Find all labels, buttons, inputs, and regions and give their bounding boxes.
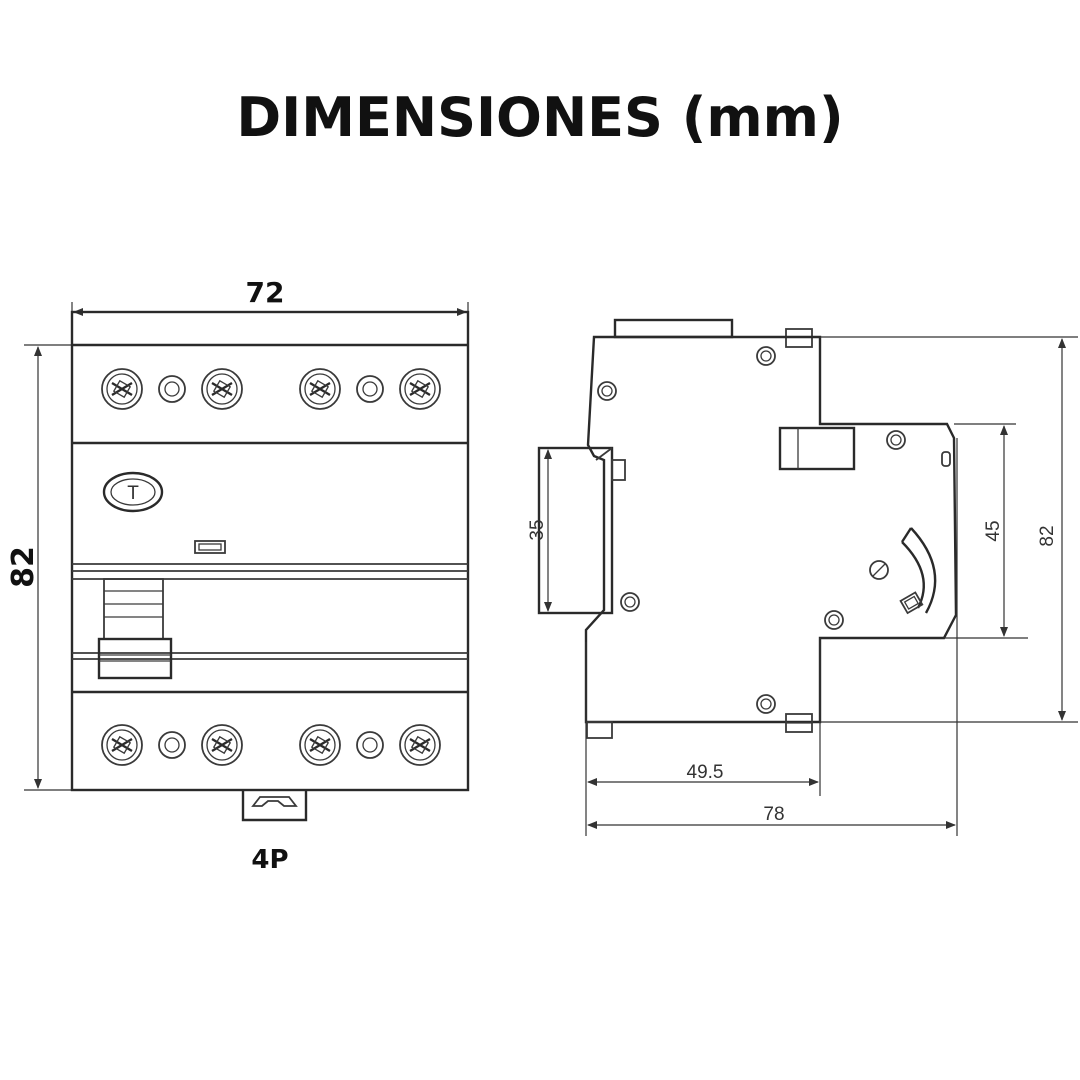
side-height-label: 82 <box>1037 525 1058 546</box>
hole-icon <box>824 610 844 630</box>
screw-icon <box>100 723 144 767</box>
screw-icon <box>398 367 442 411</box>
toggle-lever <box>97 578 173 680</box>
dim-45: 45 <box>944 423 1028 639</box>
screw-icon <box>398 723 442 767</box>
front-width-dimension: 72 <box>71 276 469 345</box>
rivet-icon <box>356 375 384 403</box>
bottom-terminals <box>100 723 442 767</box>
test-button: T <box>102 471 164 513</box>
front-view: 72 82 <box>6 276 470 875</box>
screw-icon <box>298 723 342 767</box>
indicator-window <box>194 540 226 554</box>
dim-49-5: 49.5 <box>585 638 821 836</box>
rivet-icon <box>356 731 384 759</box>
front-height-dimension: 82 <box>6 344 72 791</box>
rivet-icon <box>158 375 186 403</box>
hole-icon <box>597 381 617 401</box>
screw-icon <box>298 367 342 411</box>
depth-label: 78 <box>763 804 784 825</box>
side-indicator <box>778 426 856 471</box>
side-view: 35 45 82 49.5 78 <box>527 318 1078 836</box>
hole-icon <box>756 346 776 366</box>
screw-icon <box>100 367 144 411</box>
hole-icon <box>620 592 640 612</box>
top-terminals <box>100 367 442 411</box>
rail-dimension-label: 35 <box>527 519 548 540</box>
bottom-foot <box>586 721 613 739</box>
din-rail <box>537 446 614 615</box>
pole-label: 4P <box>251 845 288 875</box>
screw-icon <box>200 367 244 411</box>
din-clip <box>241 790 308 822</box>
dim-35: 35 <box>527 449 552 612</box>
front-height-label: 82 <box>6 546 41 588</box>
page-title: DIMENSIONES (mm) <box>236 86 844 149</box>
top-tab <box>613 318 734 339</box>
hole-icon <box>756 694 776 714</box>
screw-icon <box>200 723 244 767</box>
depth-to-face-label: 49.5 <box>687 762 724 783</box>
front-width-label: 72 <box>246 276 285 309</box>
dim-82-side: 82 <box>820 336 1078 723</box>
rivet-icon <box>158 731 186 759</box>
front-height-dimension-label: 45 <box>983 520 1004 541</box>
side-latch <box>941 451 951 467</box>
dim-78: 78 <box>587 438 958 836</box>
front-body <box>70 310 470 792</box>
test-button-label: T <box>127 483 139 504</box>
lever-mechanism <box>869 527 937 615</box>
hole-icon <box>886 430 906 450</box>
side-body <box>584 335 958 724</box>
